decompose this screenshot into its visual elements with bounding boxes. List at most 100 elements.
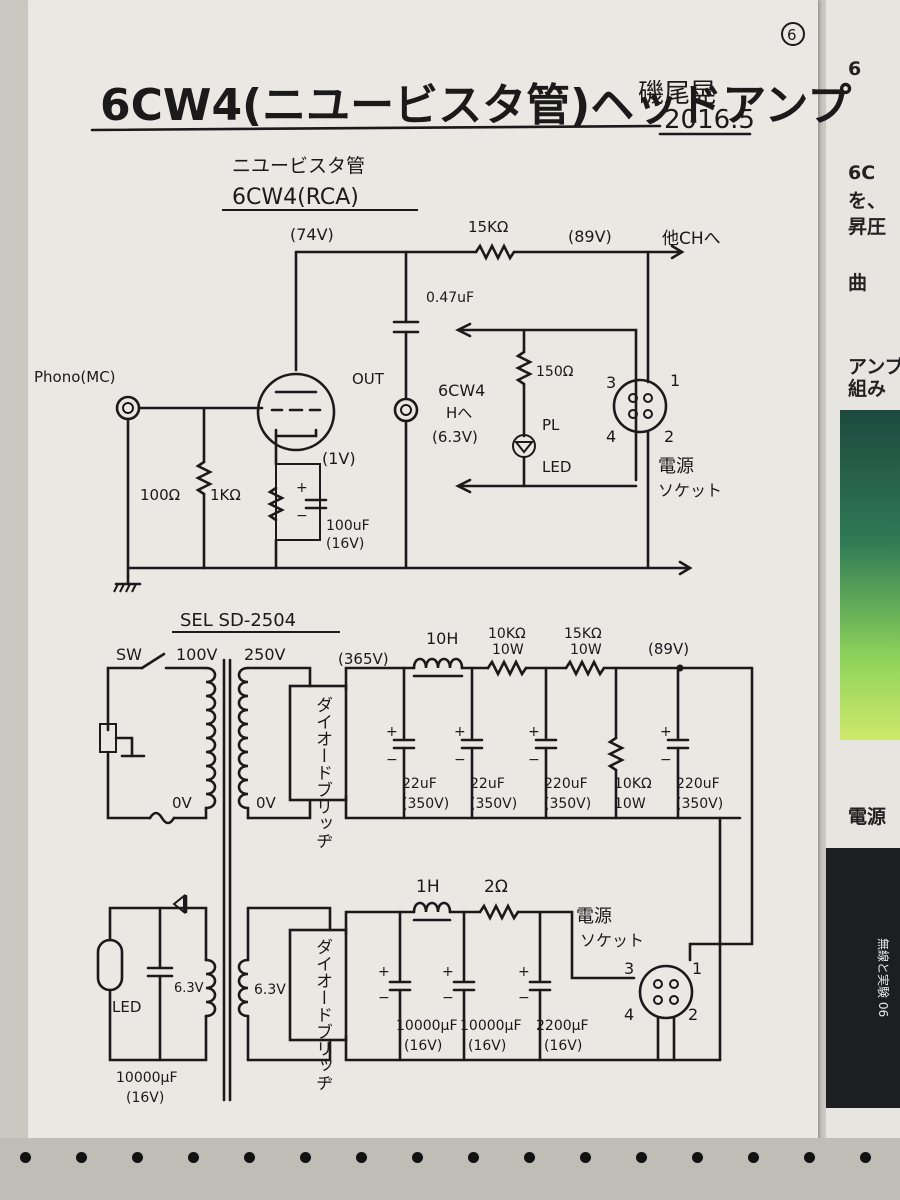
led-rectifier-diode	[172, 893, 185, 915]
socket-label-1: 電源	[658, 456, 694, 477]
heater-arrow-bottom	[455, 478, 472, 494]
tube-model: 6CW4(RCA)	[232, 185, 359, 210]
lv-cap-voltage-1: (16V)	[468, 1038, 506, 1054]
socket-pin-4	[628, 409, 638, 419]
node-voltage: (89V)	[568, 227, 612, 246]
input-jack-inner	[122, 402, 134, 414]
ground-arrow	[678, 560, 693, 576]
cathode-cap-label: 100uF	[326, 518, 370, 534]
led-diode-symbol	[513, 441, 535, 454]
lv-bridge-label: ダイオードブリッヂ	[312, 938, 332, 1091]
lv-cap-minus-2: −	[518, 990, 530, 1006]
hv-cap-minus-2: −	[528, 752, 540, 768]
side-text-3: を、	[848, 190, 887, 212]
pegboard-hole	[132, 1152, 143, 1163]
ac-wire-top	[106, 666, 144, 732]
power-socket	[612, 378, 668, 434]
lv-filter-capacitors: +−10000μF(16V)+−10000μF(16V)+−2200μF(16V…	[378, 910, 589, 1062]
cathode-resistor	[267, 486, 285, 522]
plate-resistor-label: 15KΩ	[468, 218, 508, 236]
psu-pin-2-label: 2	[688, 1005, 698, 1024]
pegboard-hole	[524, 1152, 535, 1163]
input-label: Phono(MC)	[34, 368, 116, 386]
socket-pin-1-label: 1	[670, 371, 680, 390]
psu-socket-pin-4	[653, 995, 663, 1005]
pegboard-hole	[692, 1152, 703, 1163]
side-text-2: 6C	[848, 162, 876, 184]
lv-out-wire	[516, 910, 636, 980]
tube-cathode	[274, 428, 318, 438]
primary-voltage: 100V	[176, 645, 218, 664]
side-text-8: 電源	[848, 806, 887, 828]
hv-cap-voltage-4: (350V)	[676, 796, 723, 812]
socket-pin-2	[643, 409, 653, 419]
led-cap-voltage: (16V)	[126, 1090, 164, 1106]
pegboard-hole	[860, 1152, 871, 1163]
psu-pin-3-label: 3	[624, 959, 634, 978]
date: 2016.5	[664, 105, 755, 135]
heater-voltage-label: (6.3V)	[432, 428, 478, 446]
tube-6cw4	[256, 372, 336, 452]
side-text-4: 昇圧	[848, 216, 887, 238]
lv-ground-bus	[344, 1034, 722, 1062]
lv-dc-plus	[344, 910, 416, 936]
pegboard-hole	[636, 1152, 647, 1163]
main-title: 6CW4(ニユービスタ管)ヘッドアンプ	[100, 80, 851, 131]
cap-minus: −	[296, 508, 308, 524]
hv-r2-label: 15KΩ	[564, 626, 602, 642]
hv-cap-value-3: 10KΩ	[614, 776, 652, 792]
power-switch	[140, 652, 166, 670]
lv-cap-plus-1: +	[442, 964, 454, 980]
lv-ac-wire-1	[246, 906, 332, 932]
hv-resistor-2	[564, 659, 606, 677]
lv-ac-wire-2	[246, 1038, 332, 1062]
hv-ac-wire-1	[246, 666, 312, 688]
pegboard-hole	[468, 1152, 479, 1163]
coupling-cap-label: 0.47uF	[426, 290, 474, 306]
heater-to-label: Hへ	[446, 404, 472, 422]
psu-pin-4-label: 4	[624, 1005, 634, 1024]
hv-ac-wire-2	[246, 798, 312, 820]
socket-pin-3-label: 3	[606, 373, 616, 392]
plate-voltage: (74V)	[290, 225, 334, 244]
pegboard	[0, 1138, 900, 1200]
primary-winding	[204, 666, 217, 820]
led-wire-top	[108, 906, 208, 962]
side-text-1: 6	[848, 58, 862, 80]
pegboard-hole	[412, 1152, 423, 1163]
hv-out-voltage: (89V)	[648, 640, 689, 658]
cathode-network-box	[275, 463, 321, 541]
lv-cap-voltage-2: (16V)	[544, 1038, 582, 1054]
lv-secondary-winding	[237, 958, 250, 1018]
hv-ground-bus	[344, 794, 742, 820]
grid-resistor-label: 1KΩ	[210, 486, 241, 504]
page-number: 6	[787, 26, 797, 44]
rect-voltage: (365V)	[338, 650, 389, 668]
hv-cap-voltage-0: (350V)	[402, 796, 449, 812]
pilot-lamp-led	[96, 938, 124, 992]
socket-pin-3	[628, 393, 638, 403]
output-jack-inner	[400, 404, 412, 416]
page-number-circle	[781, 22, 805, 46]
other-channel-label: 他CHへ	[662, 229, 721, 249]
hv-cap-voltage-3: 10W	[614, 796, 646, 812]
hv-cap-value-4: 220uF	[676, 776, 720, 792]
hv-resistor-1	[486, 659, 528, 677]
socket-label-2: ソケット	[658, 481, 722, 500]
secondary-voltage: 250V	[244, 645, 286, 664]
fuse	[148, 811, 176, 825]
hv-cap-value-0: 22uF	[402, 776, 437, 792]
led-pl-label: PL	[542, 416, 560, 434]
lv-cap-value-2: 2200μF	[536, 1018, 589, 1034]
ground-hatch	[113, 583, 137, 593]
psu-socket-pin-3	[653, 979, 663, 989]
input-jack	[115, 395, 141, 421]
led-resistor	[515, 350, 533, 386]
heater-tube-label: 6CW4	[438, 381, 485, 400]
pegboard-hole	[188, 1152, 199, 1163]
socket-pin-1	[643, 393, 653, 403]
led-winding-voltage: 6.3V	[174, 981, 204, 996]
led-winding	[204, 958, 217, 1018]
pegboard-hole	[748, 1152, 759, 1163]
